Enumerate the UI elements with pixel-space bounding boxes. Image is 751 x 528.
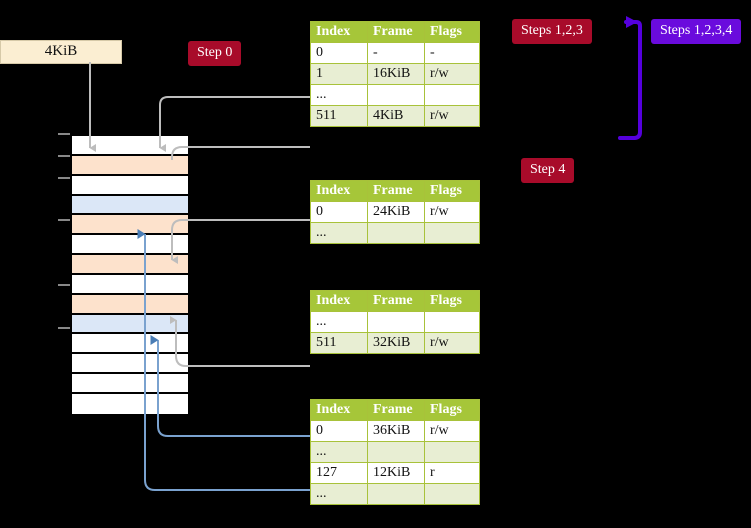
table-cell: 12KiB: [367, 462, 425, 484]
table-cell: 32KiB: [367, 332, 425, 354]
wire-pd-row511: [170, 316, 310, 367]
memory-tick: [58, 219, 70, 221]
table-cell: r/w: [424, 420, 480, 442]
table-cell: ...: [310, 311, 368, 333]
table-cell: 0: [310, 420, 368, 442]
table-cell: r/w: [424, 63, 480, 85]
table-cell: -: [367, 42, 425, 64]
memory-tick: [58, 133, 70, 135]
table-cell: [424, 222, 480, 244]
memory-frame-row: [72, 175, 188, 196]
table-row: ...: [310, 483, 480, 505]
arrow-steps-1234: [618, 16, 642, 140]
table-cell: 24KiB: [367, 201, 425, 223]
memory-frame-row: [72, 195, 188, 216]
table-cell: ...: [310, 222, 368, 244]
table-cell: 511: [310, 332, 368, 354]
table-header-index: Index: [310, 21, 368, 43]
table-row: ...: [310, 222, 480, 244]
table-cell: [367, 441, 425, 463]
table-row: ...: [310, 311, 480, 333]
table-cell: [424, 441, 480, 463]
table-header-frame: Frame: [367, 180, 425, 202]
table-cell: ...: [310, 483, 368, 505]
table-cell: 4KiB: [367, 105, 425, 127]
table-header-index: Index: [310, 399, 368, 421]
badge-steps-123-label: Steps 1,2,3: [521, 23, 583, 38]
badge-step-4-label: Step 4: [530, 162, 566, 177]
table-cell: 0: [310, 42, 368, 64]
memory-frame-row: [72, 235, 188, 256]
table-cell: -: [424, 42, 480, 64]
wire-pdpt-row0: [171, 219, 310, 264]
table-cell: 127: [310, 462, 368, 484]
memory-tick: [58, 284, 70, 286]
memory-tick: [58, 177, 70, 179]
table-cell: r: [424, 462, 480, 484]
table-cell: [424, 311, 480, 333]
table-cell: r/w: [424, 105, 480, 127]
memory-frame-row: [72, 354, 188, 375]
table-header-flags: Flags: [424, 290, 480, 312]
table-header-flags: Flags: [424, 21, 480, 43]
memory-frame-row: [72, 374, 188, 394]
badge-step-4: Step 4: [521, 158, 575, 183]
table-cell: 511: [310, 105, 368, 127]
memory-frame-row: [72, 294, 188, 315]
table-cell: [424, 483, 480, 505]
physical-memory-column: [70, 134, 190, 416]
table-row: 0--: [310, 42, 480, 64]
memory-frame-row: [72, 274, 188, 295]
badge-steps-1234-label: Steps 1,2,3,4: [660, 23, 733, 38]
table-cell: [367, 311, 425, 333]
memory-frame-row: [72, 314, 188, 335]
table-header-flags: Flags: [424, 180, 480, 202]
memory-frame-row: [72, 334, 188, 355]
table-cell: ...: [310, 441, 368, 463]
memory-tick: [58, 155, 70, 157]
table-cell: 0: [310, 201, 368, 223]
badge-step-0-label: Step 0: [197, 45, 233, 60]
wire-pml4-row511: [171, 146, 310, 160]
table-cell: r/w: [424, 201, 480, 223]
memory-frame-row: [72, 155, 188, 176]
memory-frame-row: [72, 215, 188, 236]
memory-frame-row: [72, 136, 188, 156]
table-cell: ...: [310, 84, 368, 106]
table-cell: [367, 222, 425, 244]
kib-box: 4KiB: [0, 40, 122, 64]
badge-steps-123: Steps 1,2,3: [512, 19, 592, 44]
table-cell: [367, 483, 425, 505]
table-header-frame: Frame: [367, 399, 425, 421]
memory-frame-row: [72, 393, 188, 414]
table-cell: 1: [310, 63, 368, 85]
table-cell: 16KiB: [367, 63, 425, 85]
memory-frame-row: [72, 255, 188, 275]
kib-box-label: 4KiB: [44, 43, 78, 59]
table-header-index: Index: [310, 180, 368, 202]
table-header-frame: Frame: [367, 290, 425, 312]
table-cell: [367, 84, 425, 106]
table-cell: r/w: [424, 332, 480, 354]
table-header-index: Index: [310, 290, 368, 312]
memory-tick: [58, 327, 70, 329]
table-cell: [424, 84, 480, 106]
table-cell: 36KiB: [367, 420, 425, 442]
table-header-frame: Frame: [367, 21, 425, 43]
table-row: ...: [310, 84, 480, 106]
badge-step-0: Step 0: [188, 41, 242, 66]
badge-steps-1234: Steps 1,2,3,4: [651, 19, 742, 44]
table-header-flags: Flags: [424, 399, 480, 421]
table-row: ...: [310, 441, 480, 463]
